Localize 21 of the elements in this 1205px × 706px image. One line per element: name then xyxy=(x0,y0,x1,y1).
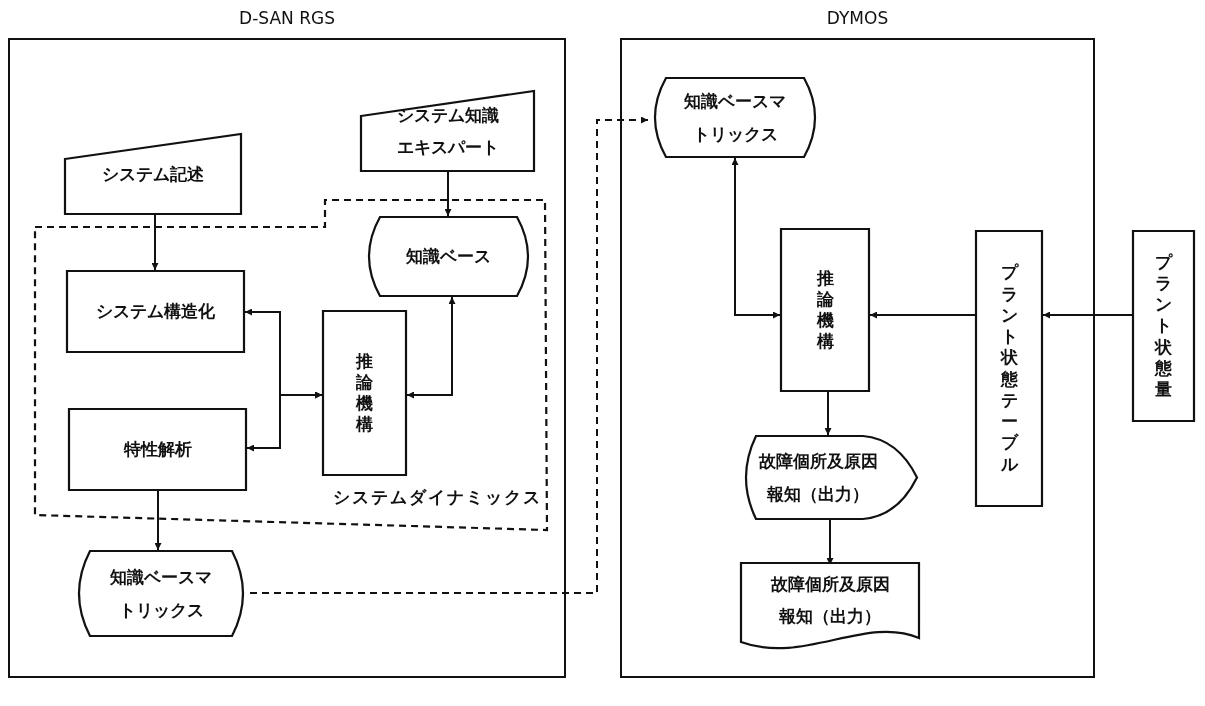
process-box: 特性解析 xyxy=(68,408,247,491)
frame-title: D-SAN RGS xyxy=(239,8,335,28)
arrow xyxy=(444,171,452,217)
boundary-label: システムダイナミックス xyxy=(333,486,542,509)
arrow xyxy=(824,391,832,436)
arrow xyxy=(731,157,781,319)
process-box: 推論機構 xyxy=(322,310,407,476)
arrow xyxy=(154,490,162,551)
arrow xyxy=(406,296,456,399)
arrow xyxy=(1042,311,1133,319)
arrow xyxy=(246,391,323,452)
arrow xyxy=(151,214,159,271)
process-box: プラント状態テーブル xyxy=(975,230,1043,507)
dashed-boundary xyxy=(33,198,549,532)
frame-title: DYMOS xyxy=(826,8,889,28)
arrow xyxy=(869,311,976,319)
process-box: 推論機構 xyxy=(780,228,870,392)
process-box: システム構造化 xyxy=(66,270,245,353)
dashed-arrow xyxy=(249,116,649,594)
manual-input-shape: システム記述 xyxy=(64,133,242,215)
process-box: プラント状態量 xyxy=(1132,230,1195,422)
